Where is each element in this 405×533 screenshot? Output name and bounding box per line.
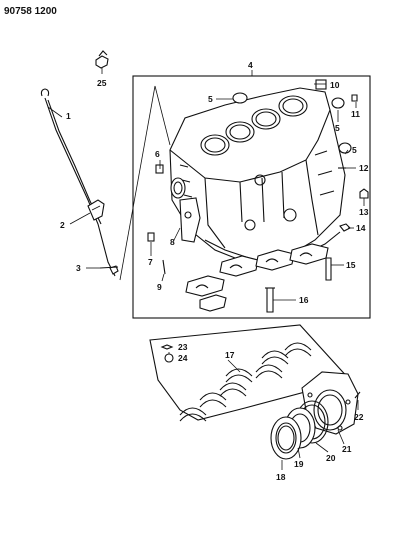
- label-21: 21: [342, 444, 352, 454]
- cylinder-block-group-frame: [132, 70, 371, 319]
- label-22: 22: [354, 412, 364, 422]
- label-4: 4: [248, 60, 253, 70]
- label-8: 8: [170, 237, 175, 247]
- label-5-right: 5: [335, 123, 340, 133]
- label-6: 6: [155, 149, 160, 159]
- part-number-labels: 25 1 2 3 4 5 5 5 6 7 8 9 10 11 12 13 14 …: [60, 60, 369, 482]
- part-25-filler-cap: [95, 50, 109, 74]
- label-11: 11: [351, 109, 360, 119]
- bearing-set-frame: [149, 324, 352, 421]
- label-1: 1: [66, 111, 71, 121]
- label-2: 2: [60, 220, 65, 230]
- label-20: 20: [326, 453, 336, 463]
- label-25: 25: [97, 78, 107, 88]
- label-16: 16: [299, 295, 309, 305]
- diagram-code: 90758 1200: [4, 6, 57, 17]
- bearing-shells: [179, 342, 312, 422]
- label-5-upper: 5: [208, 94, 213, 104]
- part-23-24-small: [160, 344, 174, 363]
- label-10: 10: [330, 80, 340, 90]
- label-5-lower: 5: [352, 145, 357, 155]
- label-14: 14: [356, 223, 366, 233]
- label-19: 19: [294, 459, 304, 469]
- label-23: 23: [178, 342, 188, 352]
- label-17: 17: [225, 350, 235, 360]
- leader-lines: [47, 83, 365, 301]
- label-18: 18: [276, 472, 286, 482]
- label-3: 3: [76, 263, 81, 273]
- cylinder-block: [169, 87, 346, 263]
- rear-seal-assembly: [270, 371, 361, 460]
- label-13: 13: [359, 207, 369, 217]
- label-12: 12: [359, 163, 369, 173]
- lower-leader-lines: [227, 359, 359, 470]
- label-7: 7: [148, 257, 153, 267]
- label-24: 24: [178, 353, 188, 363]
- dipstick-assembly: [40, 85, 171, 281]
- label-9: 9: [157, 282, 162, 292]
- main-bearing-caps: [185, 243, 329, 312]
- label-15: 15: [346, 260, 356, 270]
